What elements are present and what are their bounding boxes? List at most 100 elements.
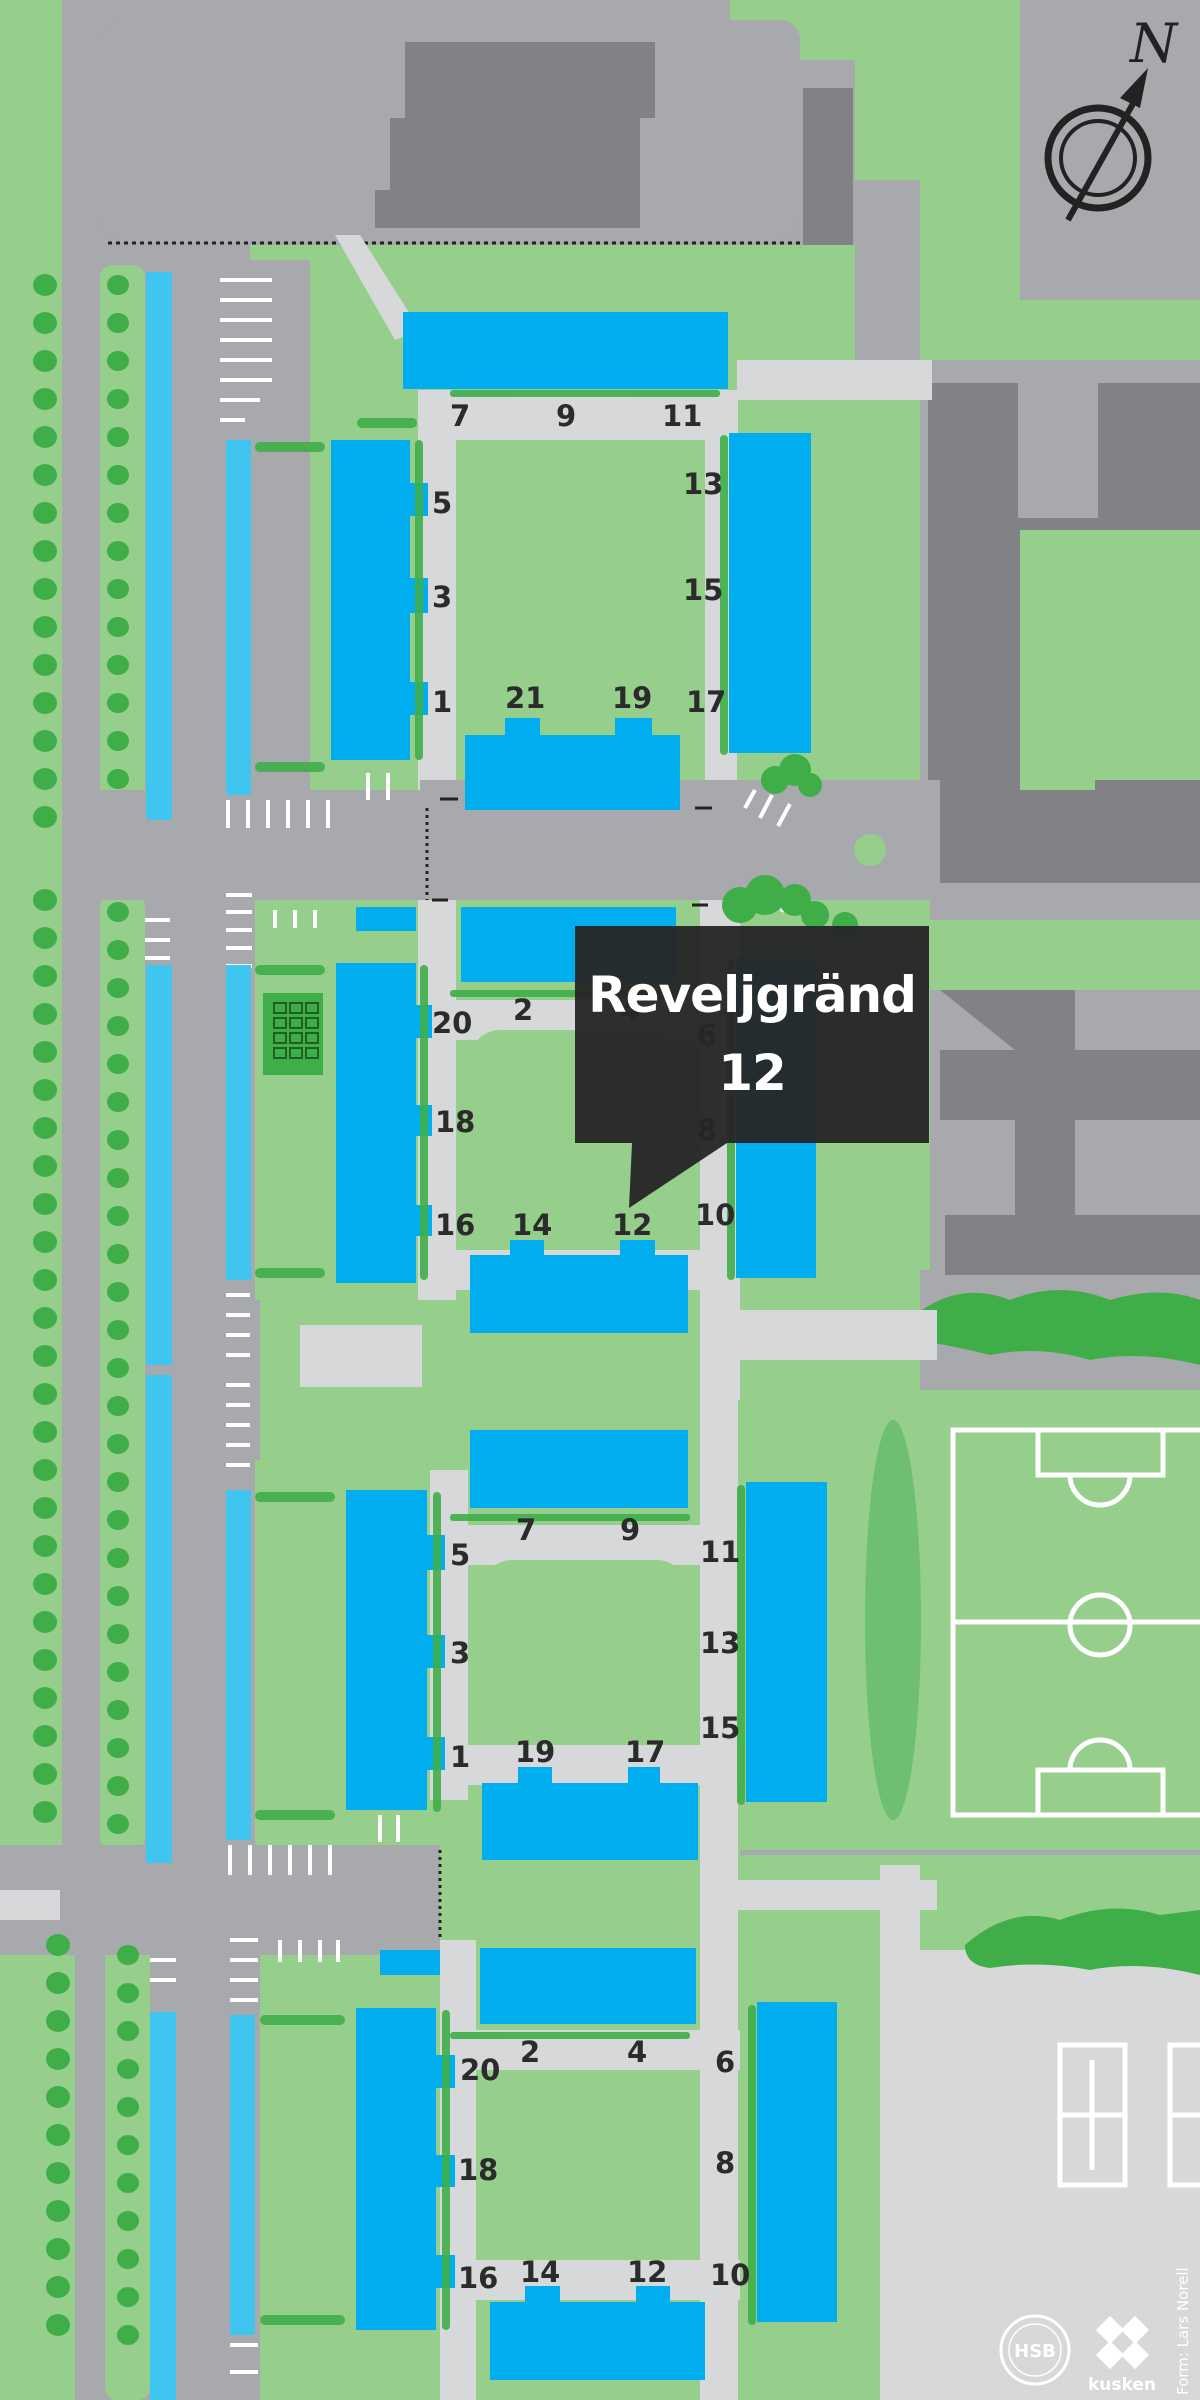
house-number: 18 (458, 2153, 498, 2187)
house-number: 18 (435, 1105, 475, 1139)
west-road (62, 0, 100, 2400)
compass: N (1044, 12, 1179, 222)
courtyard-3 (482, 1560, 687, 1740)
callout-number: 12 (718, 1044, 786, 1102)
house-number: 12 (627, 2255, 667, 2289)
building-b-small (356, 907, 416, 931)
house-number: 5 (432, 486, 452, 520)
house-number: 6 (715, 2045, 735, 2079)
house-number: 12 (612, 1208, 652, 1242)
house-number: 17 (686, 685, 726, 719)
house-number: 16 (435, 1208, 475, 1242)
house-number: 19 (515, 1735, 555, 1769)
parking-lines (145, 278, 805, 2374)
east-grass-mid (1020, 530, 1200, 790)
bush-row-strip (107, 275, 139, 2345)
compass-needle (1065, 98, 1138, 222)
house-number: 2 (513, 993, 533, 1027)
building-b-south (470, 1240, 688, 1333)
compass-n-label: N (1128, 12, 1179, 75)
path-diagonal-top (335, 235, 420, 340)
playground (263, 993, 323, 1075)
house-number: 19 (612, 681, 652, 715)
grey-lot (300, 1325, 422, 1387)
house-number: 7 (516, 1513, 536, 1547)
east-path-lower (880, 1865, 920, 2400)
east-tree-row-2 (965, 1908, 1200, 1975)
house-number: 15 (700, 1711, 740, 1745)
building-d-south (490, 2286, 705, 2380)
house-number: 10 (695, 1198, 735, 1232)
east-building-courtyard-inner (1098, 383, 1200, 518)
building-d-north (480, 1948, 696, 2024)
building-b-west (336, 963, 432, 1283)
kusken-logo-text: kusken (1088, 2375, 1156, 2395)
path-east-cross-3 (737, 1880, 937, 1910)
house-number: 13 (700, 1626, 740, 1660)
building-d-east (757, 2002, 837, 2322)
football-pitch (950, 1427, 1200, 1818)
house-number: 14 (520, 2255, 560, 2289)
map-credit: Form: Lars Norell (1174, 2267, 1192, 2395)
callout-street: Reveljgränd (588, 966, 916, 1024)
building-a-west (331, 440, 428, 760)
cross-road-2-white (0, 1890, 60, 1920)
courtyard-1 (465, 440, 673, 685)
house-number: 1 (432, 685, 452, 719)
callout-box (575, 926, 929, 1208)
hsb-logo: HSB (999, 2314, 1071, 2386)
kusken-logo: kusken (1088, 2315, 1156, 2395)
h-building (940, 990, 1200, 1275)
pitch-mound (865, 1420, 921, 1820)
building-d-small (380, 1950, 440, 1975)
east-tree-row-1 (915, 1290, 1200, 1365)
tennis-courts (1057, 2042, 1200, 2188)
house-number: 13 (683, 467, 723, 501)
tree-circle (854, 834, 886, 866)
building-a-east (729, 433, 811, 753)
cross-road-1 (62, 790, 462, 900)
house-number: 16 (458, 2261, 498, 2295)
house-number: 14 (512, 1208, 552, 1242)
path-east-cross-1 (737, 360, 932, 400)
house-number: 20 (460, 2053, 500, 2087)
house-number: 17 (625, 1735, 665, 1769)
path-h-8 (440, 2260, 740, 2300)
house-number: 9 (556, 399, 576, 433)
h-building-grass (930, 920, 1200, 990)
address-numbers: 7 9 11 5 3 1 13 15 21 19 17 2 4 6 20 18 … (432, 399, 750, 2295)
building-c-south (482, 1767, 698, 1860)
hsb-logo-text: HSB (1014, 2341, 1056, 2362)
house-number: 11 (700, 1535, 740, 1569)
building-c-west (346, 1490, 445, 1810)
courtyard-4 (488, 2070, 693, 2250)
bush-row-west (33, 274, 70, 2336)
house-number: 5 (450, 1538, 470, 1572)
house-number: 15 (683, 573, 723, 607)
path-h-5 (430, 1525, 740, 1565)
compass-ring-inner (1059, 119, 1137, 197)
house-number: 10 (710, 2258, 750, 2292)
path-east-cross-2 (737, 1310, 937, 1360)
house-number: 4 (627, 2035, 647, 2069)
building-c-east (746, 1482, 827, 1802)
house-number: 1 (450, 1740, 470, 1774)
compass-ring (1044, 104, 1152, 212)
building-d-west (356, 2008, 455, 2330)
north-arrow-icon (1120, 68, 1148, 108)
house-number: 3 (432, 580, 452, 614)
parking-strip-lanes (146, 272, 176, 2400)
building-c-north (470, 1430, 688, 1508)
east-grass-mid-road (1095, 780, 1200, 883)
building-a-south (465, 718, 680, 810)
house-number: 21 (505, 681, 545, 715)
address-callout[interactable]: Reveljgränd 12 (575, 926, 929, 1208)
tree-clusters (722, 754, 858, 938)
building-a-north (403, 312, 728, 389)
house-number: 3 (450, 1636, 470, 1670)
top-left-building (375, 42, 655, 228)
hedge-strip-3 (105, 1930, 150, 2400)
house-number: 20 (432, 1006, 472, 1040)
cross-road-2 (0, 1845, 440, 1955)
